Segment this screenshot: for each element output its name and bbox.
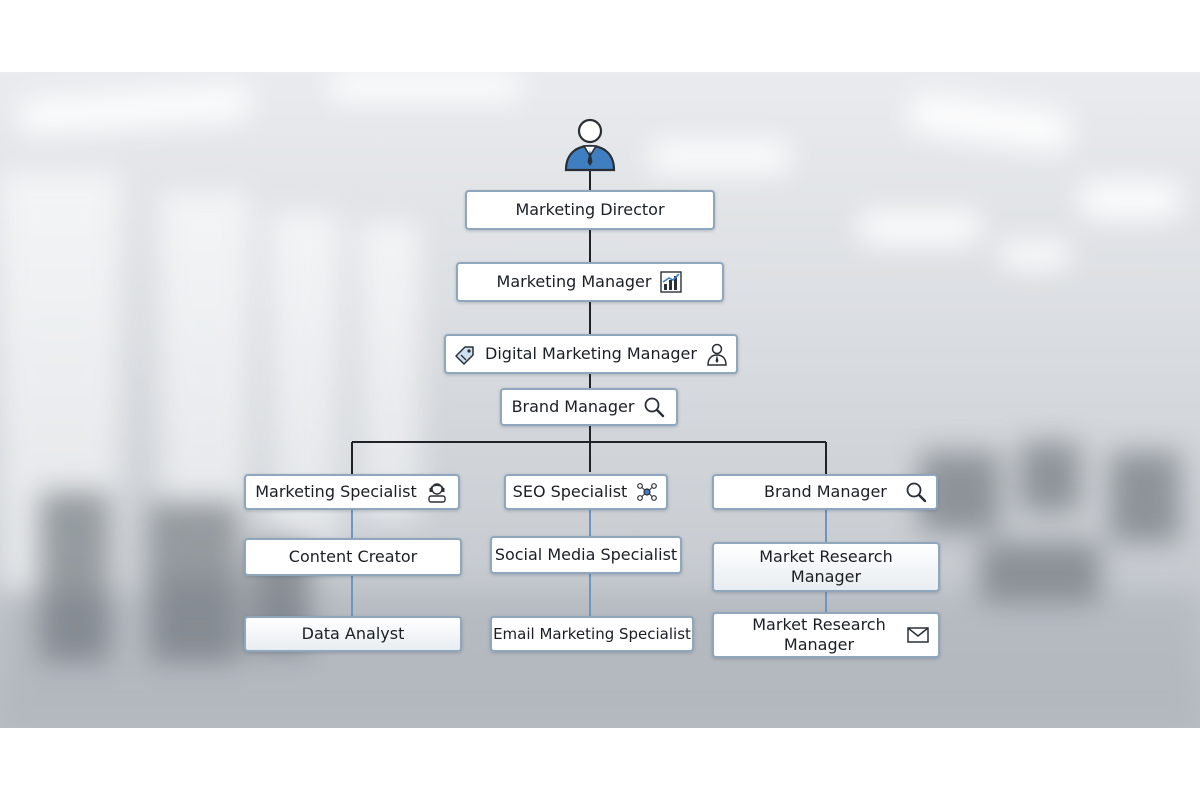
node-content-creator[interactable]: Content Creator	[244, 538, 462, 576]
tag-icon	[453, 342, 477, 366]
node-marketing-specialist[interactable]: Marketing Specialist	[244, 474, 460, 510]
node-digital-marketing-manager[interactable]: Digital Marketing Manager	[444, 334, 738, 374]
node-brand-manager-right[interactable]: Brand Manager	[712, 474, 938, 510]
node-marketing-manager[interactable]: Marketing Manager	[456, 262, 724, 302]
node-email-marketing-specialist[interactable]: Email Marketing Specialist	[490, 616, 694, 652]
magnifier-icon	[642, 395, 666, 419]
node-market-research-manager-1[interactable]: Market Research Manager	[712, 542, 940, 592]
node-label: Marketing Director	[515, 200, 665, 219]
node-label: Social Media Specialist	[494, 545, 678, 564]
background-photo	[0, 72, 1200, 728]
node-brand-manager-center[interactable]: Brand Manager	[500, 388, 678, 426]
node-market-research-manager-2[interactable]: Market Research Manager	[712, 612, 940, 658]
headset-person-icon	[425, 480, 449, 504]
bar-chart-icon	[659, 270, 683, 294]
node-label: Data Analyst	[301, 624, 405, 643]
node-label: SEO Specialist	[512, 482, 628, 501]
envelope-icon	[906, 623, 930, 647]
node-label: Content Creator	[288, 547, 418, 566]
node-label: Digital Marketing Manager	[485, 344, 697, 363]
node-label: Marketing Specialist	[255, 482, 417, 501]
node-data-analyst[interactable]: Data Analyst	[244, 616, 462, 652]
node-label: Email Marketing Specialist	[493, 625, 691, 643]
node-social-media-specialist[interactable]: Social Media Specialist	[490, 536, 682, 574]
person-icon	[705, 342, 729, 366]
node-label: Market Research Manager	[752, 615, 886, 654]
node-marketing-director[interactable]: Marketing Director	[465, 190, 715, 230]
magnifier-icon	[904, 480, 928, 504]
node-label: Marketing Manager	[496, 272, 652, 291]
node-label: Brand Manager	[764, 482, 887, 501]
network-nodes-icon	[635, 480, 659, 504]
person-in-suit-icon	[562, 116, 618, 172]
node-label: Market Research Manager	[759, 547, 893, 586]
node-label: Brand Manager	[511, 397, 635, 416]
node-seo-specialist[interactable]: SEO Specialist	[504, 474, 668, 510]
